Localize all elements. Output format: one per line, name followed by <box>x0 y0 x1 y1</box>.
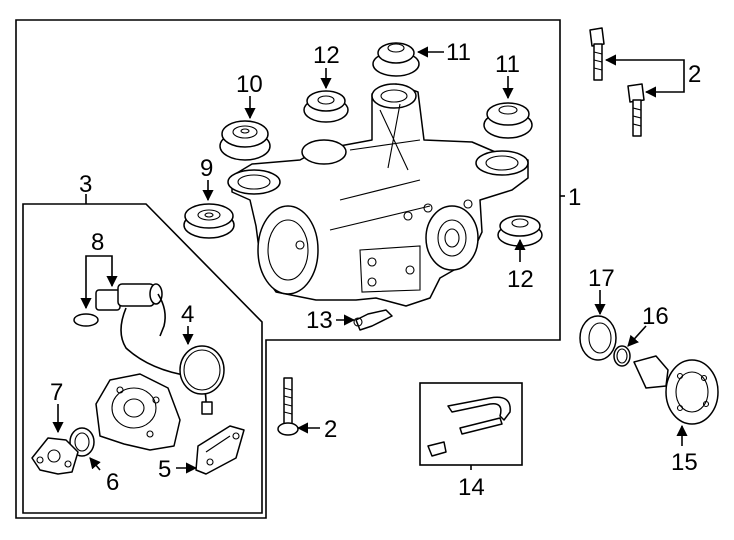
module-subframe <box>22 203 263 514</box>
mount-bushing-11-top <box>372 42 420 77</box>
callout-1: 1 <box>568 184 581 211</box>
callout-9: 9 <box>200 155 213 182</box>
mount-bushing-10 <box>219 120 271 161</box>
callout-4: 4 <box>181 301 194 328</box>
bolt-2-upper-a <box>589 27 605 81</box>
leader-lines <box>52 46 688 474</box>
callout-13: 13 <box>306 307 333 334</box>
snap-ring-16 <box>613 345 631 367</box>
mount-bushing-11-right <box>483 102 533 139</box>
callout-12-right: 12 <box>507 266 534 293</box>
callout-16: 16 <box>642 303 669 330</box>
callout-3: 3 <box>79 171 92 198</box>
bracket-5 <box>195 425 245 475</box>
callout-12-top: 12 <box>313 42 340 69</box>
hose-kit-14 <box>427 396 511 457</box>
seal-17 <box>579 315 617 361</box>
mount-bushing-9 <box>183 203 235 239</box>
main-assembly-frame <box>15 19 561 519</box>
oring-seal-4 <box>179 345 225 395</box>
mount-bushing-12-right <box>497 215 543 247</box>
callout-2-upper: 2 <box>688 61 701 88</box>
callout-15: 15 <box>671 449 698 476</box>
callout-11-right: 11 <box>495 51 520 78</box>
callout-8: 8 <box>91 229 104 256</box>
mount-bushing-12-top <box>303 90 349 123</box>
bolt-2-lower <box>277 377 299 436</box>
output-flange-15 <box>633 355 719 425</box>
callout-11-top: 11 <box>446 39 471 66</box>
callout-14: 14 <box>458 474 485 501</box>
callout-7: 7 <box>50 379 63 406</box>
pump-housing <box>95 373 181 451</box>
solenoid-valve-8 <box>73 283 213 415</box>
callout-10: 10 <box>236 71 263 98</box>
callout-6: 6 <box>106 469 119 496</box>
flange-7 <box>31 437 79 475</box>
differential-housing <box>227 83 529 307</box>
callout-2-lower: 2 <box>324 416 337 443</box>
callout-17: 17 <box>588 265 615 292</box>
callout-5: 5 <box>158 456 171 483</box>
bolt-2-upper-b <box>627 83 645 137</box>
breather-fitting-13 <box>353 309 393 331</box>
